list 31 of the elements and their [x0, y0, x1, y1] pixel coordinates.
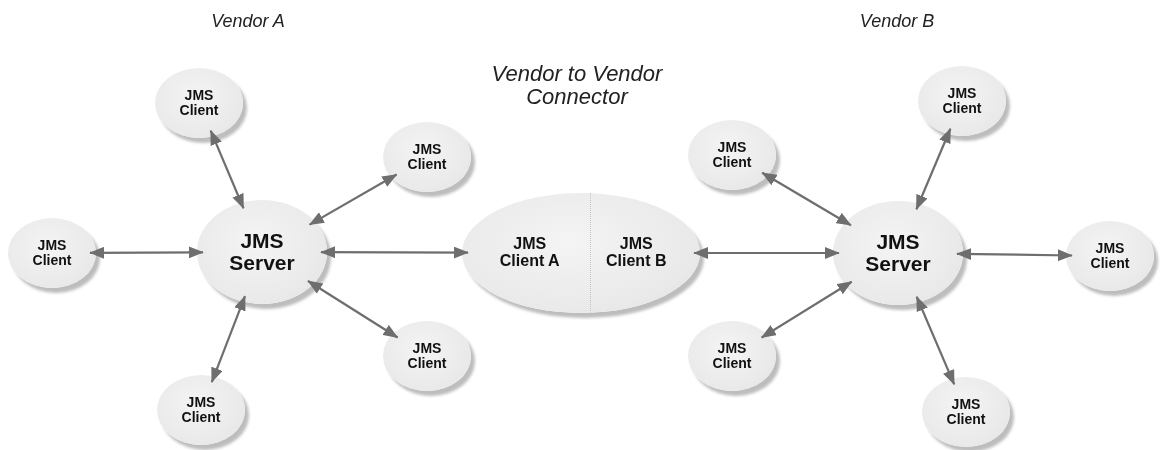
- node-label: JMS Client: [945, 397, 987, 427]
- node-label: JMS Client: [711, 140, 753, 170]
- heading-text: Vendor to Vendor Connector: [490, 62, 664, 109]
- double-arrow: [307, 280, 399, 339]
- group-label: Vendor B: [858, 11, 936, 32]
- group-label: Vendor A: [210, 11, 286, 32]
- node-label: JMS Client: [178, 88, 220, 118]
- node-label: JMS Client: [711, 341, 753, 371]
- double-arrow: [956, 247, 1073, 262]
- node-label: JMS Client: [406, 142, 448, 172]
- client-ellipse: [383, 321, 471, 391]
- node-label: JMS Client: [180, 395, 222, 425]
- node-label: JMS Client B: [605, 236, 668, 270]
- double-arrow: [320, 246, 469, 259]
- node-label: JMS Client: [406, 341, 448, 371]
- double-arrow: [915, 296, 956, 385]
- client-ellipse: [383, 122, 471, 192]
- double-arrow: [210, 295, 247, 383]
- double-arrow: [309, 173, 398, 226]
- double-arrow: [693, 247, 840, 259]
- double-arrow: [209, 130, 245, 209]
- double-arrow: [761, 280, 853, 339]
- double-arrow: [89, 246, 204, 259]
- node-label: JMS Server: [228, 229, 296, 275]
- node-label: JMS Server: [864, 230, 932, 276]
- node-label: JMS Client: [941, 86, 983, 116]
- double-arrow: [915, 128, 952, 210]
- node-label: JMS Client: [1089, 241, 1131, 271]
- double-arrow: [761, 171, 852, 227]
- node-label: JMS Client: [31, 238, 73, 268]
- node-label: JMS Client A: [498, 236, 561, 270]
